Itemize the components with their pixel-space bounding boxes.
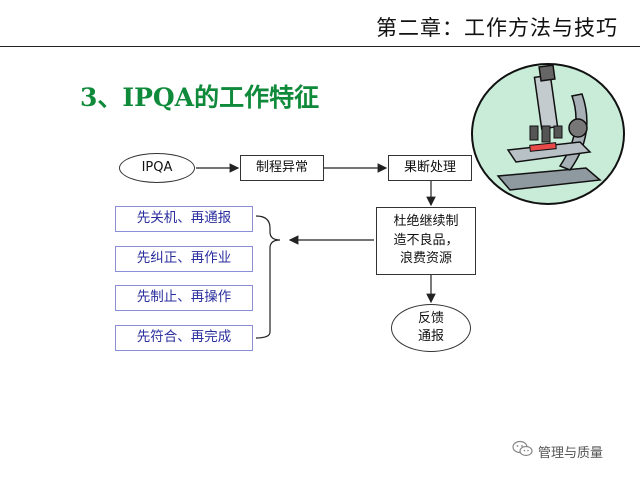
principle-item: 先制止、再操作 xyxy=(115,285,253,311)
node-ipqa: IPQA xyxy=(119,153,195,183)
consequence-line-3: 浪费资源 xyxy=(399,251,452,267)
node-consequence: 杜绝继续制 造不良品， 浪费资源 xyxy=(376,207,476,275)
chapter-title: 第二章：工作方法与技巧 xyxy=(376,16,618,40)
microscope-icon xyxy=(471,63,625,205)
principle-item: 先符合、再完成 xyxy=(115,325,253,351)
principle-item: 先纠正、再作业 xyxy=(115,246,253,272)
header-rule xyxy=(0,46,640,47)
feedback-line-2: 通报 xyxy=(417,329,444,344)
node-decisive-handling: 果断处理 xyxy=(388,155,472,181)
watermark-text: 管理与质量 xyxy=(538,446,604,461)
wechat-icon xyxy=(512,440,533,457)
principles-brace xyxy=(255,215,281,339)
node-process-abnormal: 制程异常 xyxy=(240,155,324,181)
feedback-line-1: 反馈 xyxy=(417,311,444,327)
consequence-line-2: 造不良品， xyxy=(393,232,459,248)
principle-item: 先关机、再通报 xyxy=(115,206,253,232)
node-feedback: 反馈 通报 xyxy=(391,304,471,352)
section-title: 3、IPQA的工作特征 xyxy=(80,83,320,112)
consequence-line-1: 杜绝继续制 xyxy=(393,213,459,229)
